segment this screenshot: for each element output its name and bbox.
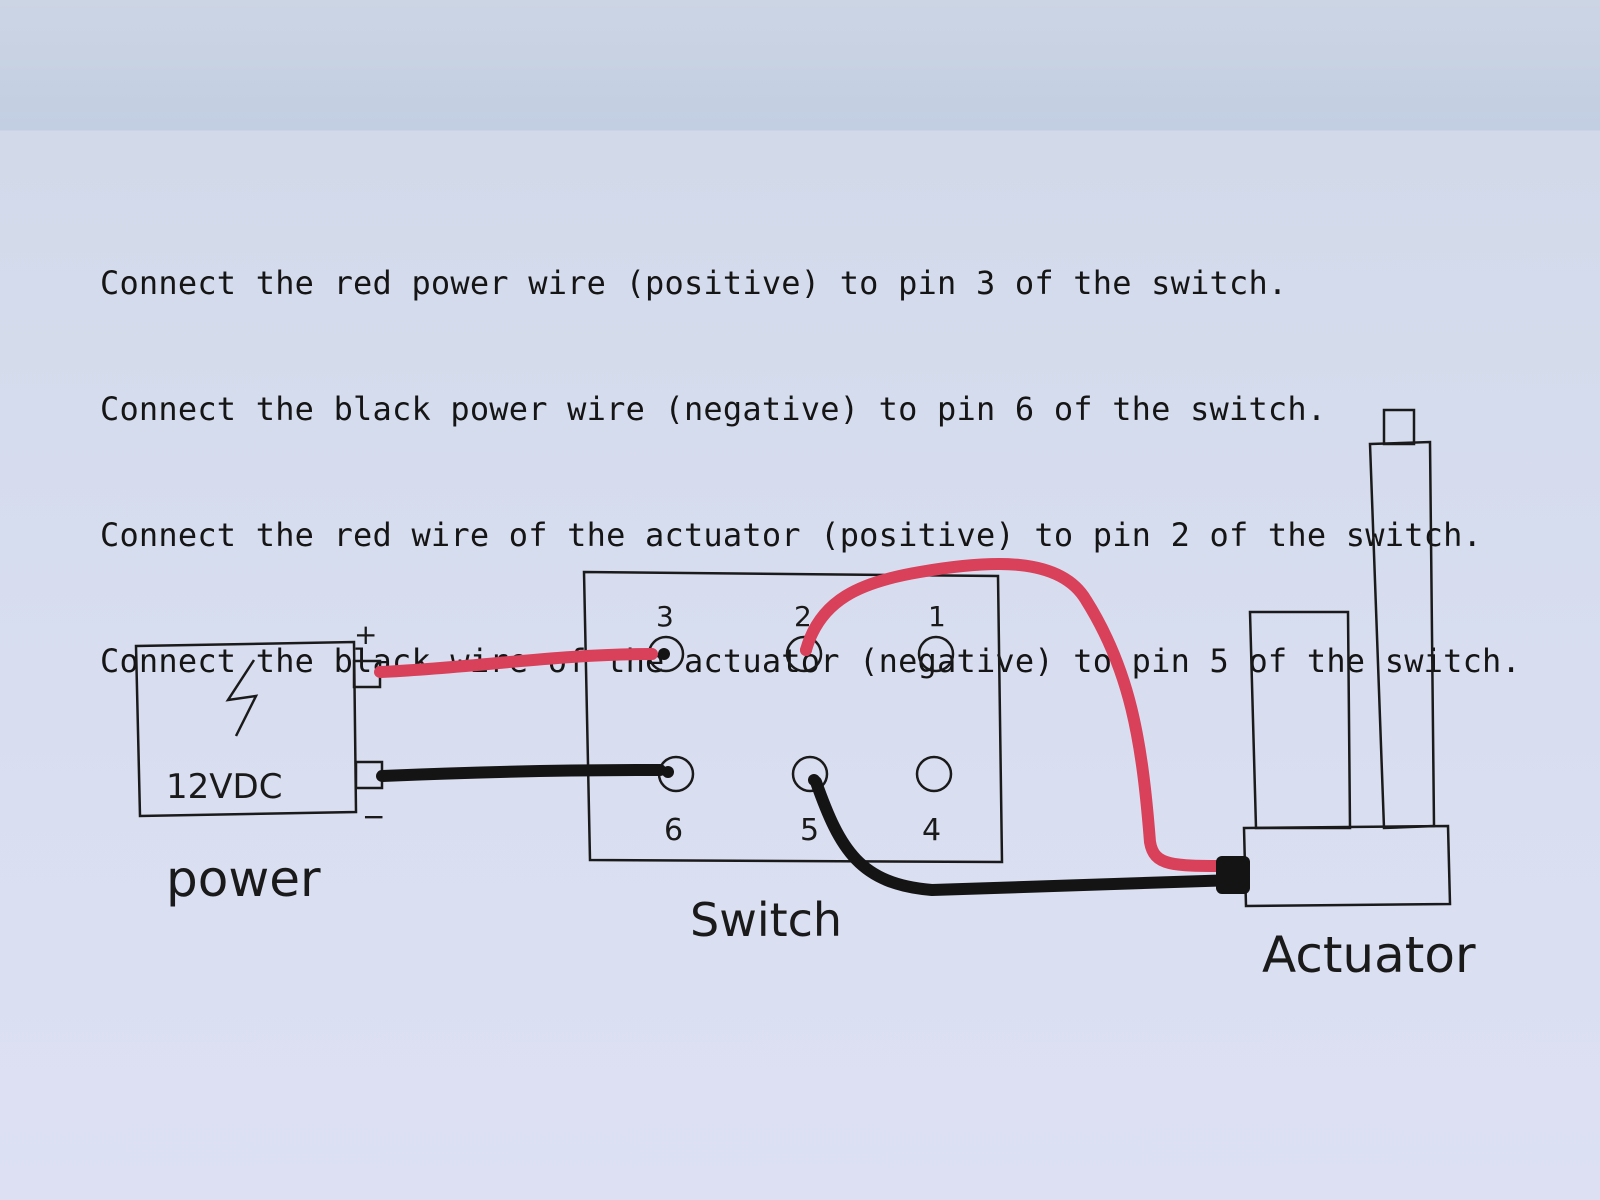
actuator (1242, 408, 1452, 908)
switch-pin-2 (785, 635, 823, 673)
positive-mark: + (354, 618, 377, 651)
pin-5-solder-point (808, 774, 820, 786)
pin-label-5: 5 (800, 813, 819, 848)
instruction-line: Connect the red wire of the actuator (po… (100, 516, 1483, 554)
lightning-bolt-icon (225, 659, 259, 737)
photo-background-band (0, 0, 1600, 130)
pin-label-6: 6 (664, 813, 683, 848)
actuator-caption: Actuator (1262, 926, 1476, 984)
switch-pin-5 (791, 755, 829, 793)
actuator-rod (1382, 408, 1416, 446)
pin-2-solder-point (800, 644, 812, 656)
pin-label-4: 4 (922, 813, 941, 848)
black-actuator-wire (810, 776, 1242, 896)
voltage-label: 12VDC (166, 767, 282, 807)
wiring-instructions: Connect the red power wire (positive) to… (100, 178, 1521, 724)
switch-pin-1 (917, 635, 955, 673)
actuator-motor (1248, 610, 1352, 830)
power-supply-box (134, 640, 358, 818)
pin-label-2: 2 (794, 600, 812, 633)
actuator-base (1242, 824, 1452, 908)
pin-6-solder-point (662, 766, 674, 778)
instruction-line: Connect the red power wire (positive) to… (100, 264, 1288, 302)
red-power-wire (374, 648, 658, 678)
instruction-line: Connect the black wire of the actuator (… (100, 642, 1521, 680)
black-power-wire (376, 764, 666, 782)
instruction-line: Connect the black power wire (negative) … (100, 390, 1327, 428)
power-caption: power (166, 850, 321, 908)
red-actuator-wire (800, 558, 1234, 872)
wires (374, 558, 1250, 896)
actuator-cylinder (1368, 440, 1436, 830)
negative-mark: − (362, 800, 385, 833)
switch-box (582, 570, 1004, 864)
switch (582, 570, 1004, 864)
pin-label-1: 1 (928, 600, 946, 633)
switch-pin-4 (915, 755, 953, 793)
pin-label-3: 3 (656, 600, 674, 633)
actuator-connector (1216, 856, 1250, 894)
pin-3-solder-point (658, 648, 670, 660)
switch-caption: Switch (690, 893, 842, 947)
